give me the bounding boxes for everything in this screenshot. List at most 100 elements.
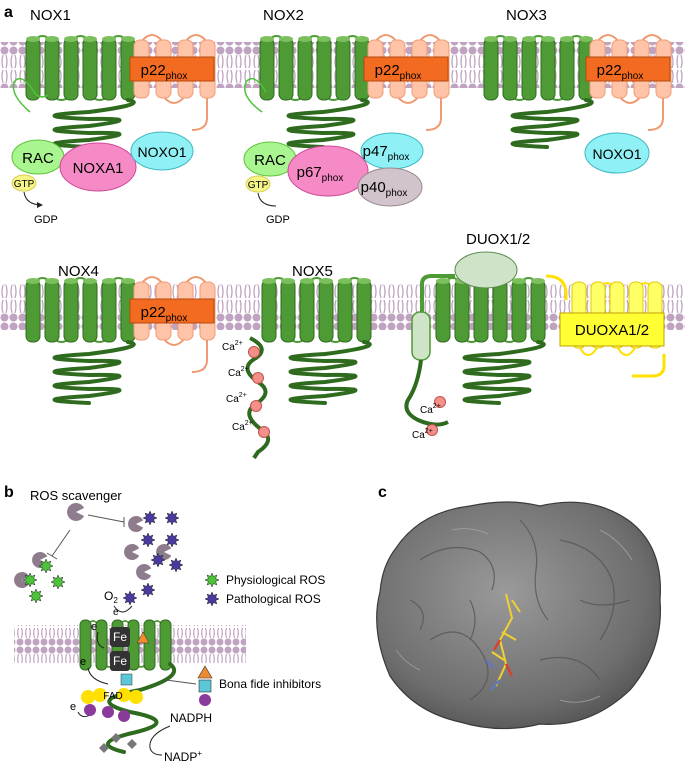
legend-physiological-ros-icon [204, 572, 220, 588]
nox2-transmembrane-domain [259, 34, 370, 149]
fad-cofactor [129, 690, 143, 704]
p22phox-nox3-box [585, 56, 671, 82]
legend-inhibitor-circle [199, 694, 211, 706]
ros-scavenger-icon [128, 516, 144, 532]
nox2-title: NOX2 [263, 7, 304, 24]
p22phox-nox3-label: p22phox [597, 62, 644, 82]
p22phox-nox4-box [129, 298, 215, 324]
calcium-label: Ca2+ [226, 392, 247, 405]
p67phox-protein [287, 145, 369, 197]
legend-inhibitor-square [198, 679, 212, 693]
calcium-ion [250, 400, 262, 412]
inhibitor-square-site [120, 673, 133, 686]
panel-label-a: a [4, 4, 13, 21]
p22phox-nox1-label: p22phox [141, 62, 188, 82]
calcium-label: Ca2+ [412, 428, 433, 441]
calcium-ion [426, 424, 438, 436]
inhibition-line-2 [51, 529, 71, 557]
physiological-ros-icon [22, 572, 38, 588]
inhibitor-circle-site [118, 710, 130, 722]
pathological-ros-icon [140, 582, 156, 598]
legend-inhibitor-triangle [197, 665, 213, 679]
pathological-ros-icon [122, 590, 138, 606]
calcium-ion [252, 372, 264, 384]
p22phox-nox4-label: p22phox [141, 304, 188, 324]
electron-3: e [80, 656, 86, 668]
calcium-label: Ca2+ [228, 366, 249, 379]
p22phox-nox2-box [363, 56, 449, 82]
duoxa-box [559, 312, 665, 347]
fe-heme-top [110, 627, 130, 647]
panel-label-b: b [4, 484, 14, 501]
nox5-title: NOX5 [292, 263, 333, 280]
fe-heme-bottom-label: Fe [113, 654, 127, 668]
noxo1-nox1-label: NOXO1 [137, 144, 186, 160]
p22phox-nox3: p22phox [585, 34, 672, 131]
nadph-label: NADPH [170, 711, 212, 725]
physiological-ros-icon [50, 574, 66, 590]
duoxa-n-tail [545, 274, 568, 300]
ros-scavenger-icon [124, 544, 140, 560]
nox1-cterm-loop [12, 77, 49, 113]
legend-physiological-ros: Physiological ROS [226, 573, 325, 587]
p67phox-label: p67phox [297, 164, 344, 184]
inhibitor-triangle-site [136, 631, 150, 644]
gtp-nox1 [11, 174, 37, 192]
calcium-ion [248, 346, 260, 358]
rac-nox1-label: RAC [22, 150, 54, 167]
pathological-ros-icon [140, 532, 156, 548]
rac-nox2-label: RAC [254, 152, 286, 169]
gdp-nox1-label: GDP [34, 214, 58, 226]
pathological-ros-icon [168, 557, 184, 573]
nox1-title: NOX1 [30, 7, 71, 24]
legend-inhibitor-line [165, 679, 197, 685]
duox-extra-helix [411, 311, 431, 361]
ros-scavenger-icon [67, 503, 85, 521]
legend-pathological-ros: Pathological ROS [226, 592, 321, 606]
p40phox-protein [357, 167, 423, 207]
ros-scavenger-label: ROS scavenger [30, 488, 122, 503]
nox5-transmembrane-domain [261, 276, 372, 405]
nadp-label: NADP+ [164, 749, 202, 764]
physiological-ros-icon [38, 558, 54, 574]
duox-title: DUOX1/2 [466, 231, 530, 248]
p47phox-label: p47phox [363, 143, 410, 163]
pathological-ros-icon [164, 532, 180, 548]
duoxa-c-tail [632, 354, 666, 378]
noxo1-nox3 [584, 132, 650, 174]
p22phox-nox2: p22phox [363, 34, 450, 131]
p22phox-nox1-box [129, 56, 215, 82]
nox4-title: NOX4 [58, 263, 99, 280]
electron-4: e [70, 701, 76, 713]
calcium-ion [434, 396, 446, 408]
panel-label-c: c [378, 484, 387, 501]
pathological-ros-icon [142, 510, 158, 526]
o2-label: O2 [104, 589, 118, 605]
fe-heme-bottom [110, 651, 130, 671]
pathological-ros-icon [150, 552, 166, 568]
fad-cofactor [93, 688, 107, 702]
fad-cofactor [81, 690, 95, 704]
protein-surface-structure [376, 501, 662, 730]
physiological-ros-icon [28, 588, 44, 604]
inhibitor-circle-site [102, 706, 114, 718]
p22phox-nox1: p22phox [129, 34, 216, 131]
nox3-title: NOX3 [506, 7, 547, 24]
inhibition-bar-2 [46, 552, 58, 560]
fad-label: FAD [103, 691, 122, 702]
duox-peroxidase-domain [454, 251, 518, 289]
gtp-nox2 [245, 175, 271, 193]
duox-transmembrane-domain [435, 276, 546, 405]
duox-linker [420, 274, 455, 312]
inhibition-line-1 [87, 514, 125, 523]
calcium-label: Ca2+ [420, 403, 441, 416]
inhibitor-circle-site [84, 704, 96, 716]
noxo1-nox1 [130, 131, 194, 171]
p22phox-nox2-label: p22phox [375, 62, 422, 82]
legend-pathological-ros-icon [204, 591, 220, 607]
duox-efhand-linker [404, 359, 449, 427]
electron-1: e [113, 607, 119, 618]
p40phox-label: p40phox [361, 179, 408, 199]
noxo1-nox3-label: NOXO1 [592, 146, 641, 162]
calcium-label: Ca2+ [222, 340, 243, 353]
